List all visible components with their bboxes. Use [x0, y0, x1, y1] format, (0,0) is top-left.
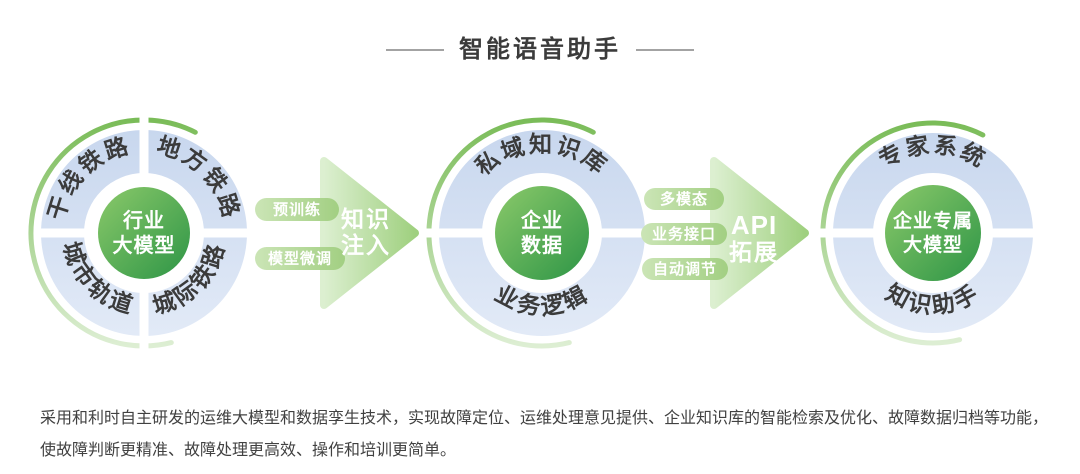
outer-arc-decoration: [426, 117, 596, 349]
pill-label: 业务接口: [652, 225, 716, 243]
pill: [255, 247, 345, 270]
arrow-label-line1: 知识: [341, 206, 391, 232]
arrow-label-line2: 注入: [341, 232, 391, 258]
center-ball: [98, 187, 190, 279]
page-title: 智能语音助手: [459, 36, 621, 63]
title-divider-left: [386, 49, 444, 51]
description: 采用和利时自主研发的运维大模型和数据孪生技术，实现故障定位、运维处理意见提供、企…: [40, 403, 1070, 467]
arrow-api-expansion: 多模态 业务接口 自动调节 API 拓展: [641, 157, 809, 309]
outer-arc-decoration: [820, 120, 986, 346]
center-label-line1: 企业: [520, 208, 563, 232]
center-ball: [495, 186, 589, 280]
arrow-label-line1: API: [731, 210, 777, 240]
pill-label: 多模态: [660, 190, 708, 208]
center-ball: [885, 185, 981, 281]
pill-label: 模型微调: [268, 250, 332, 268]
circle-industry-model: 干线铁路 地方铁路 城市轨道 城际铁路 行业 大模型: [28, 113, 250, 353]
arrow-knowledge-injection: 预训练 模型微调 知识 注入: [255, 157, 419, 309]
header: 智能语音助手: [0, 36, 1080, 64]
center-label-line1: 行业: [122, 208, 165, 232]
center-label-line2: 大模型: [903, 233, 963, 256]
circle-enterprise-data: 私域知识库 业务逻辑 企业 数据: [422, 117, 662, 349]
pill: [644, 188, 724, 210]
title-divider-right: [636, 49, 694, 51]
arrow-shape: [320, 157, 419, 309]
pill: [641, 223, 727, 245]
pill: [255, 198, 339, 221]
outer-arc-decoration: [28, 117, 198, 349]
pill-label: 自动调节: [653, 260, 717, 278]
pill-label: 预训练: [273, 201, 321, 219]
arrow-label-line2: 拓展: [729, 239, 779, 265]
center-label-line2: 数据: [521, 233, 563, 257]
pill: [642, 258, 728, 280]
center-label-line1: 企业专属: [892, 209, 973, 232]
circle-enterprise-exclusive-model: 专家系统 知识助手 企业专属 大模型: [813, 120, 1053, 346]
description-line2: 使故障判断更精准、故障处理更高效、操作和培训更简单。: [40, 442, 457, 459]
description-line1: 采用和利时自主研发的运维大模型和数据孪生技术，实现故障定位、运维处理意见提供、企…: [40, 410, 1049, 427]
center-label-line2: 大模型: [113, 233, 176, 257]
